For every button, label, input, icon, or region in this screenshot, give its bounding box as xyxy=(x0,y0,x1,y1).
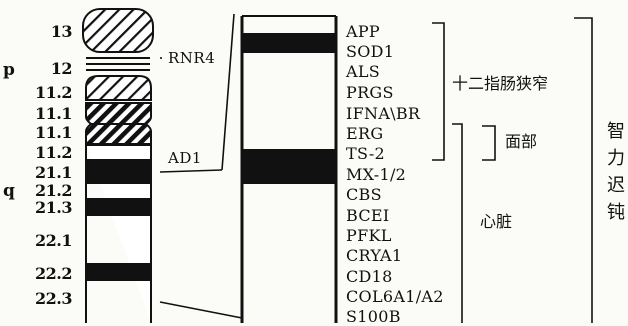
group-brackets xyxy=(432,18,592,323)
mental-bracket xyxy=(574,18,592,323)
gene-label: TS-2 xyxy=(346,145,385,162)
gene-label: COL6A1/A2 xyxy=(346,288,444,305)
gene-label: SOD1 xyxy=(346,43,394,60)
ad1-label: AD1 xyxy=(168,151,202,166)
band-label: 22.3 xyxy=(22,291,72,307)
top-connector-foot xyxy=(160,170,222,172)
band-p11-1 xyxy=(86,103,151,124)
band-label: 21.2 xyxy=(22,183,72,199)
gene-label: S100B xyxy=(346,308,401,325)
expanded-region xyxy=(242,16,336,323)
gene-label: BCEI xyxy=(346,207,390,224)
heart-bracket xyxy=(452,124,462,323)
gene-label: PFKL xyxy=(346,227,392,244)
band-label: 22.2 xyxy=(22,266,72,282)
band-label: 21.3 xyxy=(22,200,72,216)
band-label: 22.1 xyxy=(22,233,72,249)
band-label: 11.2 xyxy=(22,85,72,101)
gene-label: CBS xyxy=(346,186,382,203)
top-connector xyxy=(222,14,234,170)
gene-label: PRGS xyxy=(346,84,394,101)
band-label: 11.1 xyxy=(22,106,72,122)
band-label: 21.1 xyxy=(22,165,72,181)
gene-label: MX-1/2 xyxy=(346,166,406,183)
band-label: 11.2 xyxy=(22,145,72,161)
duodenal-bracket xyxy=(432,23,444,160)
band-q11-1 xyxy=(86,124,151,144)
band-label: 13 xyxy=(22,24,72,40)
gene-label: ERG xyxy=(346,125,383,142)
band-p13 xyxy=(83,9,153,52)
face-label: 面部 xyxy=(505,133,537,151)
bottom-connector xyxy=(160,302,242,318)
arm-label-q: q xyxy=(3,183,15,200)
gene-label: CD18 xyxy=(346,268,393,285)
rnr4-label: RNR4 xyxy=(168,51,215,66)
band-p11-2 xyxy=(86,76,151,100)
band-q21-3 xyxy=(86,199,151,215)
band-label: 11.1 xyxy=(22,125,72,141)
heart-label: 心脏 xyxy=(480,213,512,231)
gene-label: IFNA\BR xyxy=(346,105,420,122)
chromosome-ideogram xyxy=(83,9,153,323)
gene-label: APP xyxy=(346,23,380,40)
band-q22-2 xyxy=(86,264,151,280)
expanded-band-middle xyxy=(242,149,336,184)
expanded-band-top xyxy=(242,33,336,53)
band-label: 12 xyxy=(22,61,72,77)
gene-label: ALS xyxy=(346,63,380,80)
duodenal-stenosis-label: 十二指肠狭窄 xyxy=(452,75,548,93)
gene-label: CRYA1 xyxy=(346,247,402,264)
arm-label-p: p xyxy=(3,62,15,79)
band-q21-1 xyxy=(86,160,151,183)
face-bracket xyxy=(482,126,495,160)
mental-retardation-label: 智力迟钝 xyxy=(606,118,626,226)
